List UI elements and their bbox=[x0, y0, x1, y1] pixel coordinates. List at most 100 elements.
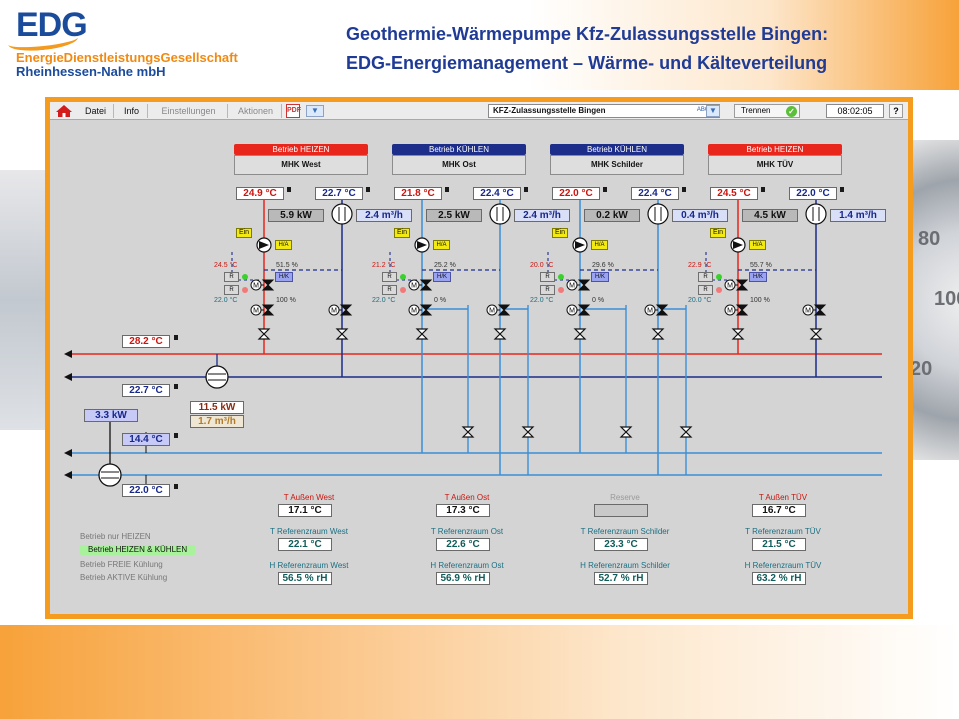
heat-cool-toggle[interactable]: H/K bbox=[591, 272, 609, 282]
motor-valve-position: 0 % bbox=[592, 297, 605, 304]
slide-title-line2: EDG-Energiemanagement – Wärme- und Kälte… bbox=[346, 53, 828, 73]
humidity-label: H Referenzraum Ost bbox=[430, 561, 504, 570]
room-temp-label: T Referenzraum Schilder bbox=[580, 527, 670, 536]
gauge-number: 20 bbox=[910, 358, 933, 380]
heat-meter-icon bbox=[331, 203, 353, 225]
pump-hand-auto-toggle[interactable]: H/A bbox=[433, 240, 450, 250]
check-valve-icon bbox=[573, 328, 587, 340]
outside-temp-label: T Außen Ost bbox=[444, 493, 490, 502]
value-flag bbox=[287, 187, 291, 192]
pump-on-indicator[interactable]: Ein bbox=[552, 228, 568, 238]
shutoff-valve-icon bbox=[619, 426, 633, 438]
circuit-power: 2.5 kW bbox=[426, 209, 482, 222]
mixing-valve-position: 25.2 % bbox=[434, 262, 456, 269]
reset-button-2[interactable]: R bbox=[540, 285, 555, 295]
outside-temp: 17.1 °C bbox=[278, 504, 332, 517]
reset-button-1[interactable]: R bbox=[382, 272, 397, 282]
heat-cool-toggle[interactable]: H/K bbox=[275, 272, 293, 282]
arrow-icon bbox=[64, 350, 72, 358]
mixing-return-temp: 22.0 °C bbox=[372, 297, 396, 304]
outside-temp-label: T Außen TÜV bbox=[758, 493, 808, 502]
heat-cool-toggle[interactable]: H/K bbox=[433, 272, 451, 282]
reset-button-2[interactable]: R bbox=[382, 285, 397, 295]
motor-valve-icon bbox=[735, 279, 749, 291]
humidity-label: H Referenzraum Schilder bbox=[580, 561, 670, 570]
value-flag bbox=[524, 187, 528, 192]
return-temp: 22.4 °C bbox=[473, 187, 521, 200]
pump-hand-auto-toggle[interactable]: H/A bbox=[591, 240, 608, 250]
menu-info[interactable]: Info bbox=[116, 104, 148, 118]
supply-temp: 24.5 °C bbox=[710, 187, 758, 200]
menu-einstellungen[interactable]: Einstellungen bbox=[150, 104, 228, 118]
pump-hand-auto-toggle[interactable]: H/A bbox=[749, 240, 766, 250]
heat-return-temp: 22.7 °C bbox=[122, 384, 170, 397]
motor-valve-position: 100 % bbox=[276, 297, 296, 304]
pump-arrow-icon bbox=[733, 241, 743, 249]
circuit-flow: 2.4 m³/h bbox=[514, 209, 570, 222]
pump-on-indicator[interactable]: Ein bbox=[394, 228, 410, 238]
reset-button-1[interactable]: R bbox=[698, 272, 713, 282]
location-select[interactable]: KFZ-Zulassungsstelle Bingen bbox=[488, 104, 720, 118]
dropdown-arrow-icon[interactable]: ▼ bbox=[306, 105, 324, 117]
circuit-name[interactable]: MHK Ost bbox=[392, 155, 526, 175]
room-temp: 22.1 °C bbox=[278, 538, 332, 551]
circuit-name[interactable]: MHK TÜV bbox=[708, 155, 842, 175]
circuit-name[interactable]: MHK Schilder bbox=[550, 155, 684, 175]
motor-valve-icon bbox=[577, 304, 591, 316]
motor-valve-icon bbox=[577, 279, 591, 291]
room-temp: 22.6 °C bbox=[436, 538, 490, 551]
circuit-name[interactable]: MHK West bbox=[234, 155, 368, 175]
connection-ok-icon: ✓ bbox=[786, 106, 797, 117]
circuit-status: Betrieb KÜHLEN bbox=[392, 144, 526, 155]
heat-pump-power: 11.5 kW bbox=[190, 401, 244, 414]
pump-on-indicator[interactable]: Ein bbox=[236, 228, 252, 238]
circuit-status: Betrieb HEIZEN bbox=[234, 144, 368, 155]
check-valve-icon bbox=[809, 328, 823, 340]
circuit-flow: 2.4 m³/h bbox=[356, 209, 412, 222]
heat-cool-toggle[interactable]: H/K bbox=[749, 272, 767, 282]
help-button[interactable]: ? bbox=[889, 104, 903, 118]
cooling-exchanger-icon bbox=[98, 463, 122, 487]
room-humidity: 56.5 % rH bbox=[278, 572, 332, 585]
trennen-button[interactable]: Trennen ✓ bbox=[734, 104, 800, 118]
value-flag bbox=[366, 187, 370, 192]
circuit-status: Betrieb KÜHLEN bbox=[550, 144, 684, 155]
value-flag bbox=[174, 433, 178, 438]
outside-temp: 16.7 °C bbox=[752, 504, 806, 517]
motor-letter: M bbox=[253, 283, 259, 290]
status-led bbox=[716, 274, 722, 280]
heat-meter-icon bbox=[489, 203, 511, 225]
heat-meter-icon bbox=[647, 203, 669, 225]
pump-on-indicator[interactable]: Ein bbox=[710, 228, 726, 238]
mixing-setpoint-temp: 24.5 °C bbox=[214, 262, 238, 269]
edg-logo: EDG bbox=[16, 6, 88, 44]
menu-aktionen[interactable]: Aktionen bbox=[230, 104, 282, 118]
room-humidity: 56.9 % rH bbox=[436, 572, 490, 585]
status-led bbox=[558, 274, 564, 280]
home-icon[interactable] bbox=[55, 104, 73, 118]
check-valve-icon bbox=[335, 328, 349, 340]
check-valve-icon bbox=[257, 328, 271, 340]
reset-button-2[interactable]: R bbox=[224, 285, 239, 295]
cooling-power: 3.3 kW bbox=[84, 409, 138, 422]
outside-temp bbox=[594, 504, 648, 517]
supply-temp: 22.0 °C bbox=[552, 187, 600, 200]
company-name-line1: EnergieDienstleistungsGesellschaft bbox=[16, 50, 238, 65]
motor-valve-position: 100 % bbox=[750, 297, 770, 304]
reset-button-1[interactable]: R bbox=[224, 272, 239, 282]
return-temp: 22.7 °C bbox=[315, 187, 363, 200]
pump-hand-auto-toggle[interactable]: H/A bbox=[275, 240, 292, 250]
motor-letter: M bbox=[569, 283, 575, 290]
scada-screen: Datei Info Einstellungen Aktionen PDF ▼ … bbox=[50, 102, 908, 614]
reset-button-2[interactable]: R bbox=[698, 285, 713, 295]
location-dropdown-icon[interactable]: ▼ bbox=[706, 105, 720, 117]
circuit-flow: 0.4 m³/h bbox=[672, 209, 728, 222]
menu-datei[interactable]: Datei bbox=[78, 104, 114, 118]
value-flag bbox=[840, 187, 844, 192]
motor-letter: M bbox=[411, 283, 417, 290]
motor-valve-icon bbox=[735, 304, 749, 316]
mixing-valve-position: 29.6 % bbox=[592, 262, 614, 269]
reset-button-1[interactable]: R bbox=[540, 272, 555, 282]
pdf-icon[interactable]: PDF bbox=[286, 104, 301, 118]
